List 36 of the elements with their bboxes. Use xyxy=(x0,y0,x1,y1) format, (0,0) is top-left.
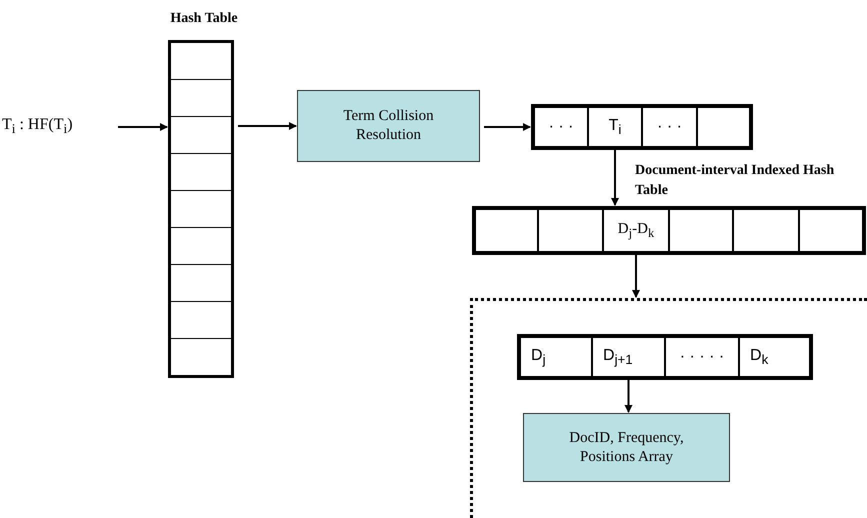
process-box: Term Collision Resolution xyxy=(297,90,480,162)
cell-label: D$_{k}$ xyxy=(750,346,768,368)
array-cell xyxy=(475,209,538,252)
formula-label: T$_{i}$ : HF(T$_{i}$) xyxy=(2,112,114,142)
cell-label: · · · · · xyxy=(680,348,724,366)
cell-label: D$_{j}$ xyxy=(531,346,546,368)
array-cell xyxy=(520,337,592,377)
arrow xyxy=(484,123,531,131)
array-cell xyxy=(642,107,697,147)
cell-label: · · · xyxy=(548,118,574,136)
array-cell xyxy=(592,337,665,377)
cell-label: D$_{j}$-D$_{k}$ xyxy=(618,220,654,240)
cell-label: · · · xyxy=(657,118,682,136)
array-cell xyxy=(603,209,669,252)
array-row xyxy=(517,334,813,380)
arrow xyxy=(118,123,168,131)
arrow xyxy=(611,150,619,206)
array-row xyxy=(531,104,753,150)
cell-label: T$_{i}$ xyxy=(608,116,622,138)
arrow xyxy=(624,380,632,413)
array-cell xyxy=(697,107,750,147)
array-cell xyxy=(665,337,739,377)
array-cell xyxy=(669,209,733,252)
process-box: DocID, Frequency, Positions Array xyxy=(523,413,730,482)
array-cell xyxy=(588,107,642,147)
table-heading: Document-interval Indexed Hash Table xyxy=(635,162,836,200)
array-cell xyxy=(799,209,863,252)
array-cell xyxy=(733,209,799,252)
arrow xyxy=(632,255,640,298)
dotted-region xyxy=(470,298,867,518)
array-cell xyxy=(538,209,603,252)
table-heading: Hash Table xyxy=(169,11,239,27)
arrow xyxy=(238,122,297,130)
cell-label: D$_{j+1}$ xyxy=(603,346,633,368)
array-cell xyxy=(534,107,588,147)
array-cell xyxy=(739,337,810,377)
